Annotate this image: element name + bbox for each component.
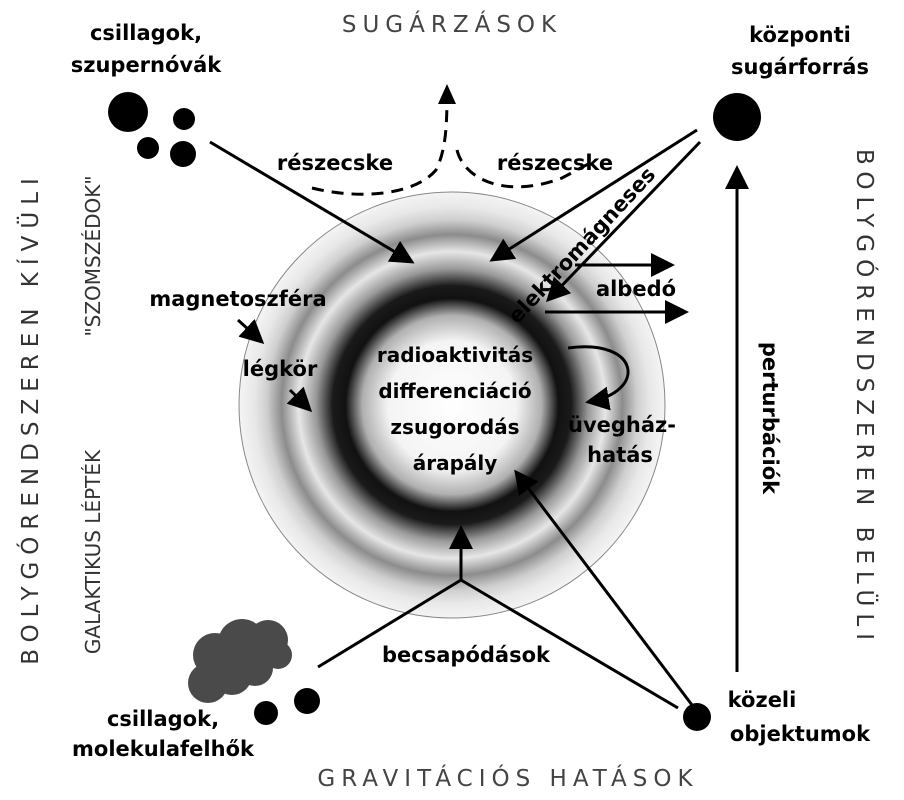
particle-arrow-head <box>438 84 456 104</box>
perturbations-label: perturbációk <box>758 342 782 495</box>
neighbours-label: "SZOMSZÉDOK" <box>81 175 105 336</box>
core-line-contraction: zsugorodás <box>390 415 519 439</box>
nearby-objects-line-2: objektumok <box>730 722 871 746</box>
arrow-magnetosphere <box>236 318 265 345</box>
impact-line-left <box>317 578 462 669</box>
arrow-greenhouse-loop <box>567 345 630 411</box>
stars-clouds-line-1: csillagok, <box>107 707 219 731</box>
central-source-line-1: központi <box>749 23 851 47</box>
impact-line-right <box>460 578 679 710</box>
core-line-tides: árapály <box>413 451 498 475</box>
magnetosphere-label: magnetoszféra <box>149 287 326 311</box>
right-outer-title: BOLYGÓRENDSZEREN BELÜLI <box>851 149 879 647</box>
arrow-nearby-to-planet <box>514 469 694 706</box>
top-title: SUGÁRZÁSOK <box>342 10 562 38</box>
stars-molecular-clouds-icon <box>254 688 320 725</box>
greenhouse-line-2: hatás <box>587 443 653 467</box>
albedo-label: albedó <box>596 277 676 301</box>
central-source-icon <box>713 93 761 141</box>
stars-supernovae-line-2: szupernóvák <box>71 53 223 77</box>
stars-supernovae-line-1: csillagok, <box>90 21 202 45</box>
arrows <box>209 128 749 710</box>
bottom-title: GRAVITÁCIÓS HATÁSOK <box>317 764 698 792</box>
nearby-object-icon <box>683 703 711 731</box>
core-line-radioactivity: radioaktivitás <box>377 343 533 367</box>
particle-paths <box>311 91 593 196</box>
stars-clouds-line-2: molekulafelhők <box>72 737 255 761</box>
nearby-objects-line-1: közeli <box>728 688 797 712</box>
galactic-scale-label: GALAKTIKUS LÉPTÉK <box>81 449 105 654</box>
atmosphere-label: légkör <box>243 357 318 381</box>
particle-right-label: részecske <box>497 151 613 175</box>
particle-left-label: részecske <box>277 151 393 175</box>
arrow-source-to-planet <box>489 128 698 262</box>
left-outer-title: BOLYGÓRENDSZEREN KÍVÜLI <box>16 171 44 665</box>
arrow-atmosphere <box>286 386 313 413</box>
central-source-line-2: sugárforrás <box>731 55 869 79</box>
impacts-label: becsapódások <box>382 643 551 667</box>
arrow-stars-to-planet <box>209 140 415 264</box>
greenhouse-line-1: üvegház- <box>568 413 676 437</box>
core-line-differentiation: differenciáció <box>378 379 531 403</box>
stars-supernovae-icon <box>108 92 196 167</box>
molecular-cloud-icon <box>188 619 292 703</box>
arrow-electromagnetic <box>545 140 702 303</box>
